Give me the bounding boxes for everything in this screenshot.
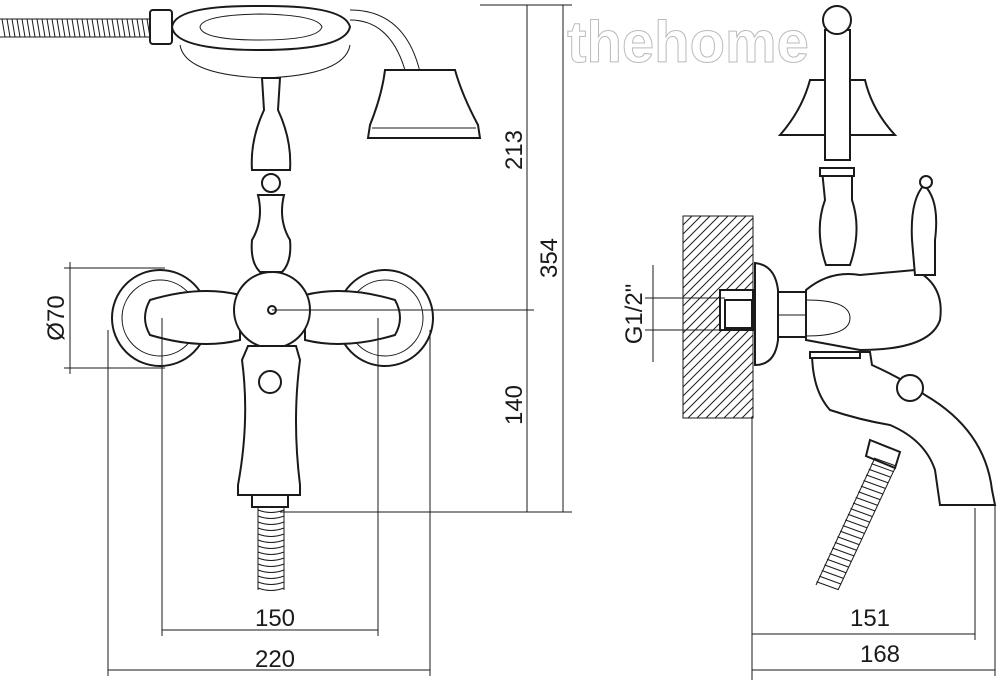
spout [810, 351, 997, 506]
right-arm [304, 290, 401, 345]
diverter-body [237, 345, 302, 496]
handset-handle [170, 4, 352, 52]
front-dimension-lines [64, 4, 572, 676]
dim-total-height: 354 [536, 238, 563, 278]
dim-connection-thread: G1/2" [621, 284, 648, 345]
lever-handle [910, 183, 938, 276]
dim-overall-depth: 168 [860, 641, 900, 668]
dim-overall-width: 220 [255, 646, 295, 673]
side-view [682, 5, 997, 591]
side-hose [815, 438, 902, 591]
hose-top [0, 18, 151, 38]
diverter-knob [258, 370, 282, 394]
side-body [805, 268, 942, 352]
hose-bottom [251, 494, 289, 591]
front-view [0, 4, 482, 591]
side-diverter-knob [896, 374, 924, 402]
left-arm [144, 290, 241, 345]
cradle-stem [250, 77, 292, 171]
dim-spout-projection: 151 [850, 605, 890, 632]
hose-connector [149, 9, 173, 45]
wall-rosette [754, 261, 779, 367]
dim-handset-height: 213 [501, 130, 528, 170]
side-stem [818, 169, 858, 266]
dim-outlet-height: 140 [501, 385, 528, 425]
dim-rosette-diameter: Ø70 [43, 295, 70, 340]
shower-head [366, 69, 482, 139]
watermark: thehome [567, 10, 809, 75]
hose-swivel [822, 5, 852, 35]
dim-inlet-spacing: 150 [255, 605, 295, 632]
side-dimension-lines [645, 265, 996, 680]
wall-hatching [682, 215, 754, 419]
